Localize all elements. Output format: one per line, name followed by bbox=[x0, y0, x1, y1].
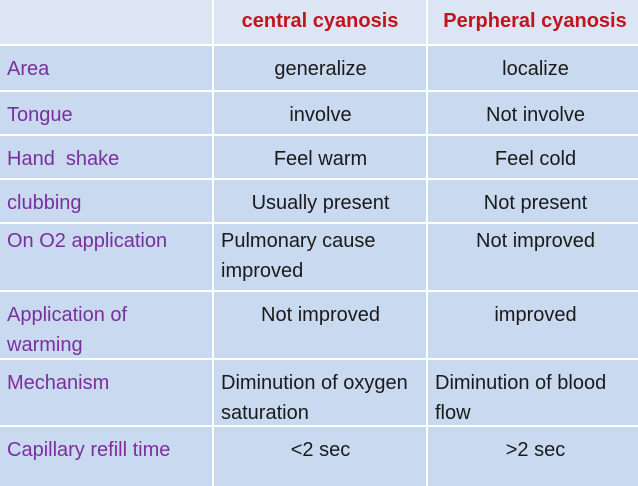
capillary-refill-central: <2 sec bbox=[214, 427, 426, 486]
o2-application-central: Pulmonary cause improved bbox=[214, 224, 426, 290]
row-label-clubbing: clubbing bbox=[0, 180, 212, 222]
clubbing-peripheral: Not present bbox=[428, 180, 638, 222]
row-label-capillary-refill-time: Capillary refill time bbox=[0, 427, 212, 486]
warming-central: Not improved bbox=[214, 292, 426, 358]
row-label-hand-shake: Hand shake bbox=[0, 136, 212, 178]
capillary-refill-peripheral: >2 sec bbox=[428, 427, 638, 486]
header-central-cyanosis: central cyanosis bbox=[214, 0, 426, 44]
header-peripheral-cyanosis: Perpheral cyanosis bbox=[428, 0, 638, 44]
row-label-tongue: Tongue bbox=[0, 92, 212, 134]
row-label-area: Area bbox=[0, 46, 212, 90]
row-label-mechanism: Mechanism bbox=[0, 360, 212, 425]
clubbing-central: Usually present bbox=[214, 180, 426, 222]
tongue-central: involve bbox=[214, 92, 426, 134]
area-peripheral: localize bbox=[428, 46, 638, 90]
hand-shake-peripheral: Feel cold bbox=[428, 136, 638, 178]
o2-application-peripheral: Not improved bbox=[428, 224, 638, 290]
mechanism-peripheral: Diminution of blood flow bbox=[428, 360, 638, 425]
area-central: generalize bbox=[214, 46, 426, 90]
header-empty-cell bbox=[0, 0, 212, 44]
warming-peripheral: improved bbox=[428, 292, 638, 358]
row-label-o2-application: On O2 application bbox=[0, 224, 212, 290]
row-label-application-of-warming: Application of warming bbox=[0, 292, 212, 358]
mechanism-central: Diminution of oxygen saturation bbox=[214, 360, 426, 425]
hand-shake-central: Feel warm bbox=[214, 136, 426, 178]
tongue-peripheral: Not involve bbox=[428, 92, 638, 134]
